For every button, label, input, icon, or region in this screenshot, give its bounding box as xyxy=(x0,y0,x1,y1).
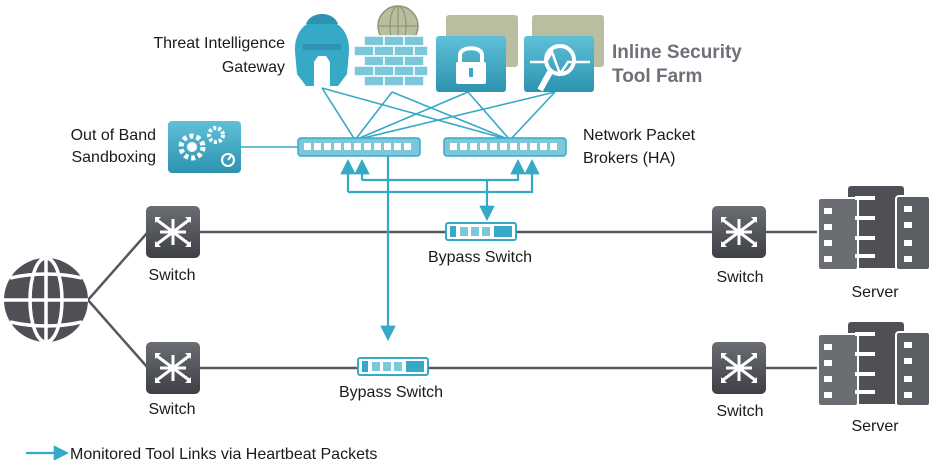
switch-right-bottom: Switch xyxy=(712,342,766,420)
switch-icon xyxy=(712,206,766,258)
server-label: Server xyxy=(851,284,899,301)
switch-right-top: Switch xyxy=(712,206,766,286)
switch-icon xyxy=(146,206,200,258)
tool-fanout-links xyxy=(241,87,556,148)
switch-label: Switch xyxy=(148,267,195,284)
bypass-switch-label: Bypass Switch xyxy=(428,249,532,266)
threat-gateway-label-line1: Threat Intelligence xyxy=(153,35,285,52)
globe-icon xyxy=(4,256,88,344)
gears-icon xyxy=(168,121,241,173)
server-bottom: Server xyxy=(817,322,931,435)
spartan-helmet-icon xyxy=(294,14,350,86)
sandbox-appliance xyxy=(168,121,241,173)
magnifier-icon xyxy=(524,36,594,92)
switch-left-top: Switch xyxy=(146,206,200,284)
server-top: Server xyxy=(817,186,931,301)
bypass-switch-device-icon xyxy=(445,222,517,241)
tool-lock xyxy=(436,15,518,92)
switch-label: Switch xyxy=(148,401,195,418)
packet-broker-right xyxy=(443,137,567,157)
padlock-icon xyxy=(436,36,506,92)
switch-label: Switch xyxy=(716,269,763,286)
sandbox-label-line2: Sandboxing xyxy=(71,149,156,166)
server-rack-icon xyxy=(817,322,931,407)
npb-label-line1: Network Packet xyxy=(583,127,696,144)
threat-gateway xyxy=(294,14,350,86)
brick-wall-globe-icon xyxy=(353,5,429,87)
switch-icon xyxy=(712,342,766,394)
bypass-switch-bottom: Bypass Switch xyxy=(339,357,443,401)
tool-farm-label-line2: Tool Farm xyxy=(612,66,702,87)
tool-inspect xyxy=(524,15,604,92)
legend-text: Monitored Tool Links via Heartbeat Packe… xyxy=(70,446,377,463)
npb-label-line2: Brokers (HA) xyxy=(583,150,675,167)
legend: Monitored Tool Links via Heartbeat Packe… xyxy=(26,445,377,463)
switch-left-bottom: Switch xyxy=(146,342,200,418)
bypass-switch-label: Bypass Switch xyxy=(339,384,443,401)
server-rack-icon xyxy=(817,186,931,271)
heartbeat-links xyxy=(340,150,540,342)
switch-icon xyxy=(146,342,200,394)
sandbox-label-line1: Out of Band xyxy=(71,127,156,144)
tool-farm-label-line1: Inline Security xyxy=(612,42,742,63)
packet-broker-left xyxy=(297,137,421,157)
bypass-switch-device-icon xyxy=(357,357,429,376)
threat-gateway-label-line2: Gateway xyxy=(222,59,285,76)
tool-firewall xyxy=(353,5,429,87)
server-label: Server xyxy=(851,418,899,435)
bypass-switch-top: Bypass Switch xyxy=(428,222,532,266)
switch-label: Switch xyxy=(716,403,763,420)
